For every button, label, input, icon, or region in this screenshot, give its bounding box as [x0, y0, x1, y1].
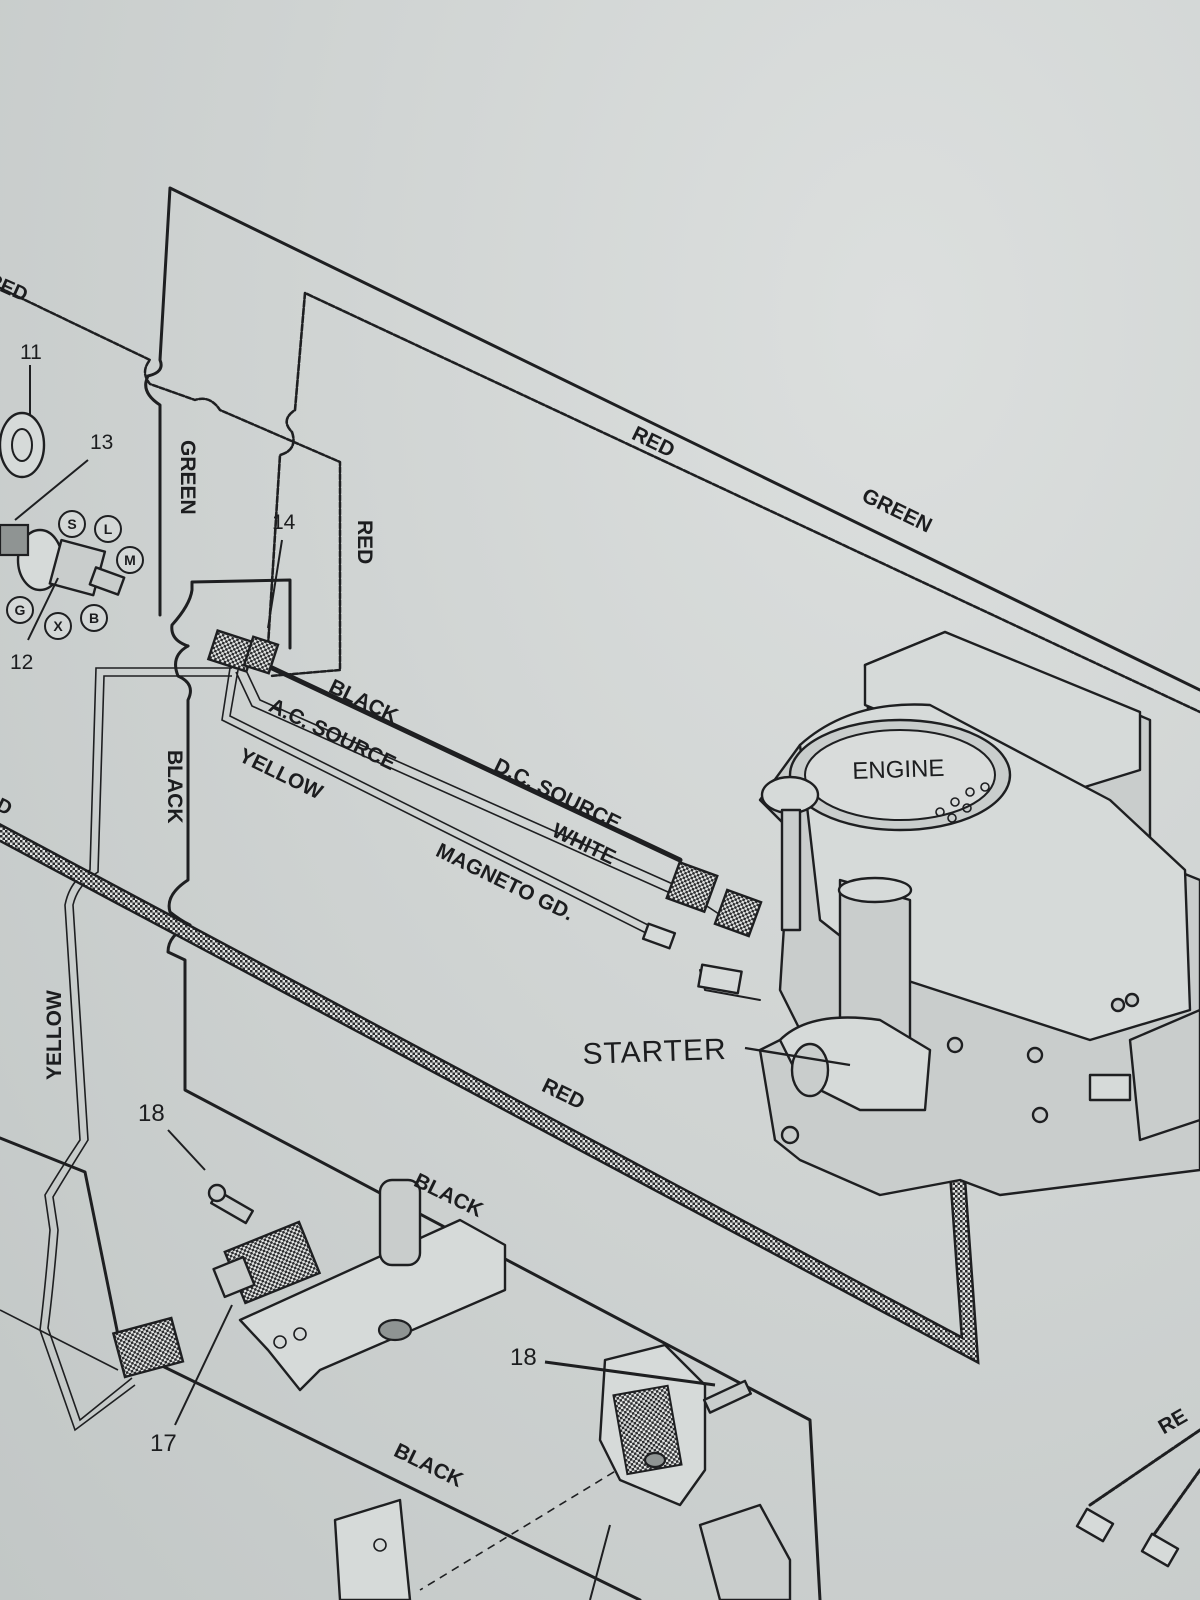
solenoid-part-17 [212, 1178, 507, 1392]
red-wire-top-left [0, 286, 342, 678]
harness-connector [206, 629, 280, 675]
part-number-18-b: 18 [510, 1344, 537, 1371]
safety-switch-part-18 [598, 1343, 792, 1600]
leader-14 [267, 539, 283, 629]
washer-part-11 [0, 411, 46, 479]
red-wire-bottom-right [1088, 1428, 1200, 1507]
label-engine: ENGINE [851, 754, 945, 785]
switch-terminal-l: L [94, 515, 122, 543]
label-black-vertical: BLACK [163, 750, 186, 824]
switch-terminal-x: X [44, 612, 72, 640]
dashed-leader [419, 1449, 651, 1591]
green-wire [144, 186, 1200, 692]
leader-bottom [589, 1524, 611, 1600]
red-wire-bottom-right-2 [1148, 1468, 1200, 1542]
part-number-12: 12 [10, 651, 34, 674]
yellow-wire-left-outer [39, 667, 232, 1432]
screw-part-18-b [702, 1379, 753, 1414]
black-wire-bottom [148, 1358, 642, 1600]
switch-terminal-s: S [58, 510, 86, 538]
yellow-wire-lower-left [0, 1309, 119, 1371]
leader-starter [744, 1046, 851, 1067]
leader-12 [27, 577, 59, 641]
black-wire-lower-left [0, 1136, 122, 1347]
leader-18-b [544, 1360, 716, 1387]
white-wire-inner [235, 671, 669, 893]
switch-terminal-b: B [80, 604, 108, 632]
engine-block [758, 630, 1200, 1197]
part-number-13: 13 [90, 431, 114, 454]
label-starter: STARTER [581, 1032, 728, 1071]
switch-plug-lower-left [111, 1316, 185, 1379]
leader-13 [14, 459, 89, 521]
label-red-vertical: RED [353, 520, 376, 565]
red-wire-upper [266, 291, 1200, 714]
screw-part-18-a [207, 1183, 255, 1225]
bracket-bottom-left [333, 1498, 412, 1600]
black-dc-wire [252, 657, 683, 863]
leader-17 [174, 1304, 233, 1426]
yellow-magneto-wire-inner [229, 669, 653, 928]
black-wire-loop [166, 644, 822, 1600]
dc-connector-plugs [665, 860, 763, 938]
part-number-14: 14 [272, 511, 296, 534]
red-battery-cable-fill [0, 825, 977, 1361]
switch-terminal-m: M [116, 546, 144, 574]
part-number-11: 11 [20, 341, 42, 364]
terminal-bottom-right [1075, 1507, 1180, 1568]
switch-terminal-g: G [6, 596, 34, 624]
part-number-17: 17 [150, 1430, 177, 1457]
leader-18-a [167, 1129, 206, 1171]
connector-bracket [170, 578, 292, 650]
label-yellow-vertical: YELLOW [43, 990, 66, 1080]
yellow-magneto-wire [221, 667, 651, 936]
ignition-switch [0, 523, 126, 597]
label-green-vertical: GREEN [176, 440, 199, 515]
part-number-18-a: 18 [138, 1100, 165, 1127]
magneto-terminal [641, 922, 761, 1001]
yellow-wire-left-inner [47, 675, 232, 1422]
